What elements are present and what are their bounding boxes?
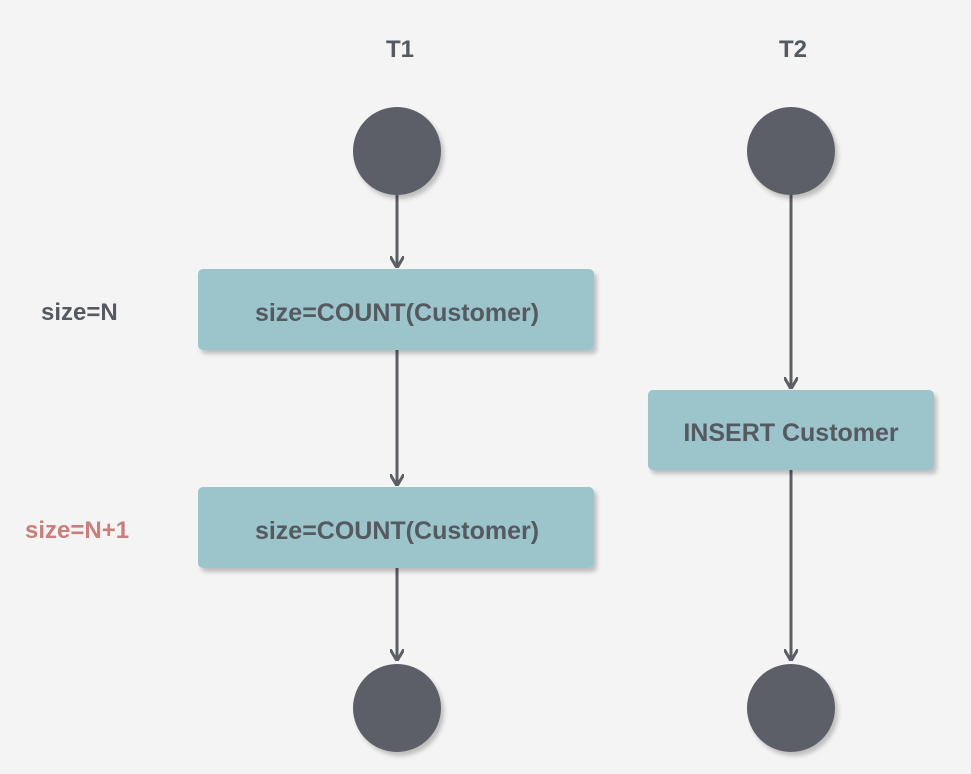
t1-step-1-box: size=COUNT(Customer) — [198, 269, 594, 350]
annotation-size-n: size=N — [41, 299, 118, 326]
t1-step-2-label: size=COUNT(Customer) — [255, 517, 539, 545]
t1-step-2-box: size=COUNT(Customer) — [198, 487, 594, 568]
t1-end-node — [353, 664, 441, 752]
t2-start-node — [747, 107, 835, 195]
lane-title-t2: T2 — [779, 36, 807, 63]
annotation-size-n-plus-1: size=N+1 — [25, 517, 129, 544]
t1-step-1-label: size=COUNT(Customer) — [255, 299, 539, 327]
t1-start-node — [353, 107, 441, 195]
t2-end-node — [747, 664, 835, 752]
t2-step-1-label: INSERT Customer — [683, 419, 899, 447]
t2-step-1-box: INSERT Customer — [648, 390, 934, 470]
lane-title-t1: T1 — [386, 36, 414, 63]
